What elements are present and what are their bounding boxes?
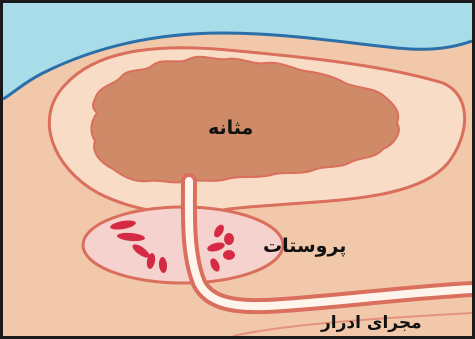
bladder-label: مثانه [208, 117, 253, 139]
urethra-label: مجرای ادرار [321, 313, 422, 333]
prostate-label: پروستات [263, 235, 346, 257]
diagram-illustration [3, 3, 472, 336]
